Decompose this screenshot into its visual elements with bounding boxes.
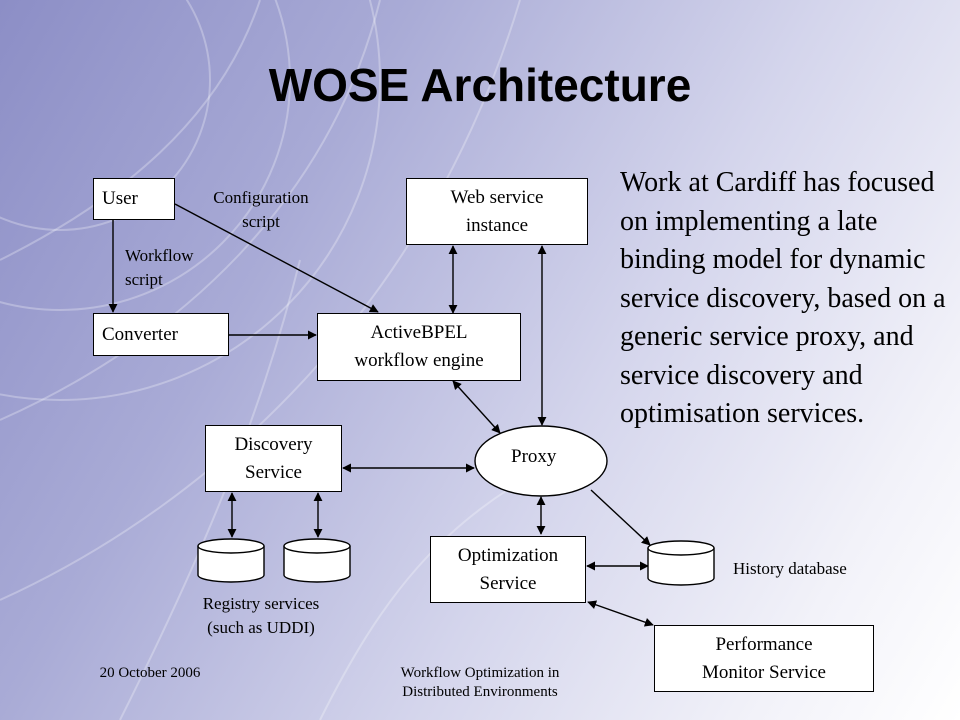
activebpel-node: ActiveBPEL workflow engine [317, 313, 521, 381]
workflow-script-line1: Workflow [125, 246, 194, 265]
edge-proxy-history [590, 489, 651, 546]
web-service-label-line1: Web service [450, 186, 544, 208]
configuration-script-label: Configuration script [200, 186, 322, 234]
user-node: User [93, 178, 175, 220]
footer-title-line2: Distributed Environments [402, 684, 558, 700]
configuration-script-line2: script [242, 212, 280, 231]
discovery-label-line2: Service [245, 461, 302, 483]
registry-label-line2: (such as UDDI) [207, 618, 315, 637]
edge-activebpel-proxy [452, 380, 501, 434]
optimization-label-line1: Optimization [457, 544, 559, 566]
optimization-label-line2: Service [479, 572, 537, 594]
discovery-label-line1: Discovery [234, 433, 313, 455]
edge-optimization-performance [587, 600, 654, 627]
registry-label-line1: Registry services [202, 594, 320, 613]
performance-label-line1: Performance [715, 633, 813, 655]
footer-title-line1: Workflow Optimization in [400, 665, 560, 681]
converter-label: Converter [102, 323, 178, 345]
registry-db-2 [283, 538, 351, 583]
footer-title: Workflow Optimization in Distributed Env… [360, 664, 600, 702]
activebpel-label-line1: ActiveBPEL [370, 322, 468, 343]
slide-body-text: Work at Cardiff has focused on implement… [620, 167, 946, 429]
user-label: User [102, 188, 138, 209]
footer-date: 20 October 2006 [99, 665, 201, 681]
workflow-script-label: Workflow script [125, 244, 194, 292]
activebpel-label-line2: workflow engine [354, 350, 484, 371]
proxy-label: Proxy [511, 446, 557, 467]
discovery-service-node: Discovery Service [205, 425, 342, 492]
slide-title: WOSE Architecture [268, 59, 692, 111]
configuration-script-line1: Configuration [213, 188, 309, 207]
registry-services-label: Registry services (such as UDDI) [176, 592, 346, 640]
edge-user-activebpel [174, 203, 379, 313]
performance-label-line2: Monitor Service [701, 661, 826, 683]
web-service-label-line2: instance [465, 214, 529, 236]
performance-monitor-node: Performance Monitor Service [654, 625, 874, 692]
web-service-instance-node: Web service instance [406, 178, 588, 245]
proxy-node-shape [474, 425, 608, 497]
optimization-service-node: Optimization Service [430, 536, 586, 603]
history-database-label: History database [733, 559, 847, 578]
converter-node: Converter [93, 313, 229, 356]
workflow-script-line2: script [125, 270, 163, 289]
registry-db-1 [197, 538, 265, 583]
history-db [647, 540, 715, 586]
